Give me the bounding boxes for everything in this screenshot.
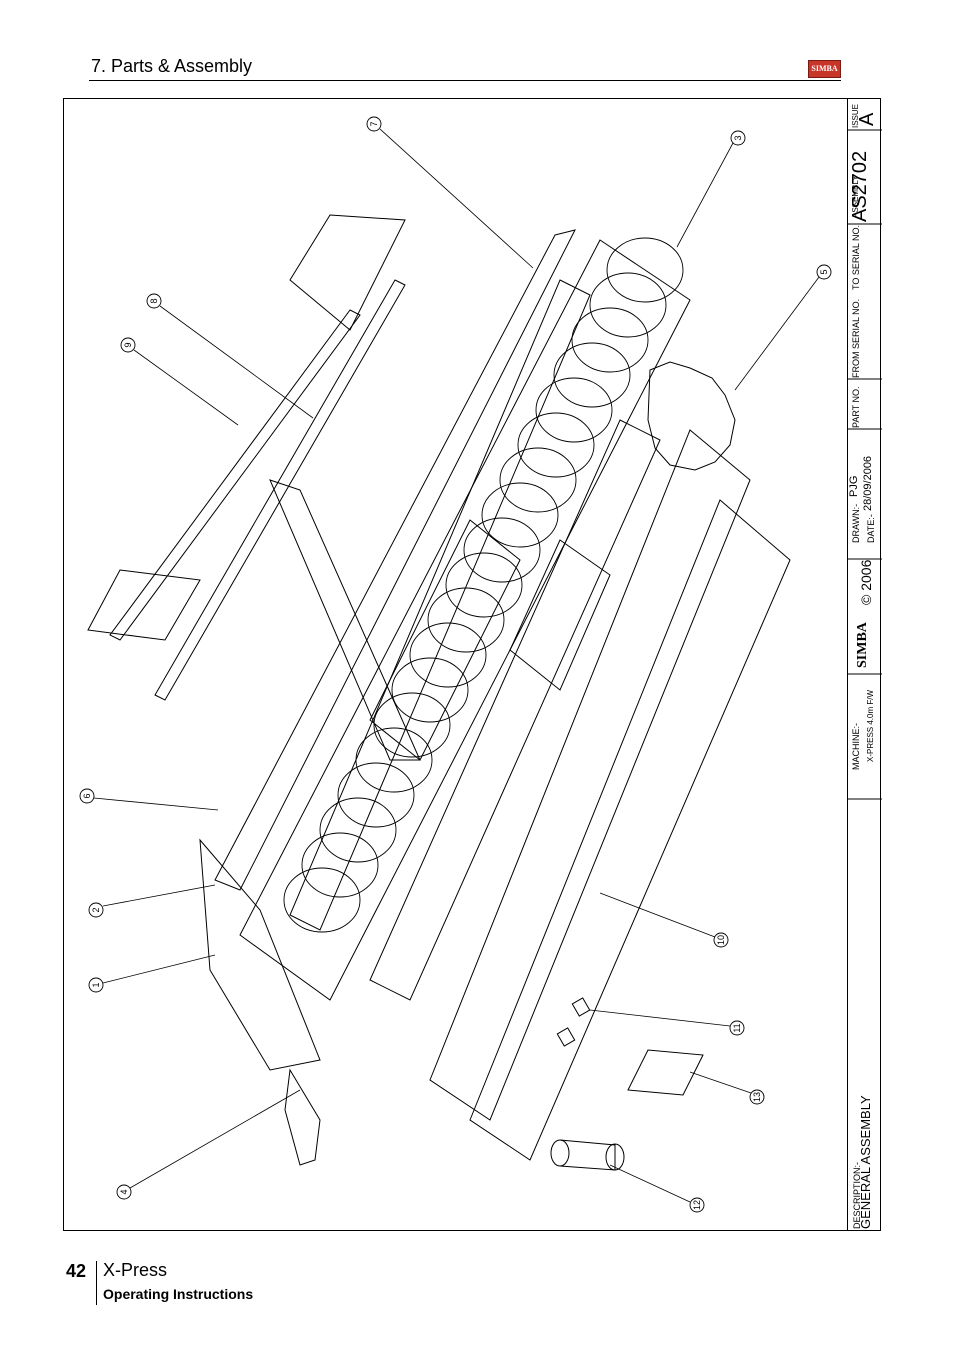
disc-stack <box>283 237 684 933</box>
simba-logo: SIMBA <box>808 60 841 78</box>
leader-lines <box>93 128 820 1203</box>
hitch-handle <box>284 1068 321 1166</box>
callout-number: 13 <box>752 1092 762 1102</box>
callout-circle <box>749 1089 765 1105</box>
callout-circle <box>79 788 95 804</box>
product-name: X-Press <box>103 1260 168 1280</box>
callout-number: 12 <box>692 1200 702 1210</box>
document-subtitle: Operating Instructions <box>103 1286 254 1302</box>
issue-value: A <box>856 112 878 126</box>
callout-circle <box>713 932 729 948</box>
footer-divider <box>96 1261 97 1305</box>
part-no-label: PART NO. <box>851 386 861 428</box>
date-value: 28/09/2006 <box>862 455 874 511</box>
callout-circle <box>116 1184 132 1200</box>
header-rule <box>89 80 841 81</box>
callout-number: 2 <box>91 907 101 912</box>
callout-circle <box>816 264 832 280</box>
callout-number: 11 <box>732 1023 742 1032</box>
description-value: GENERAL ASSEMBLY <box>858 1095 873 1229</box>
grease-nipple <box>571 997 591 1017</box>
callout-10: 10 <box>713 932 729 948</box>
from-serial-label: FROM SERIAL NO. <box>851 298 861 378</box>
callout-number: 3 <box>733 135 743 140</box>
cross-beam-2 <box>509 539 611 691</box>
callout-circle <box>120 337 136 353</box>
title-block <box>847 99 882 1230</box>
drawing-frame <box>63 98 881 1231</box>
callout-3: 3 <box>730 130 746 146</box>
callout-circle <box>146 293 162 309</box>
rear-frame-rails <box>87 214 421 761</box>
callout-4: 4 <box>116 1184 132 1200</box>
callout-number: 6 <box>82 793 92 798</box>
callout-circle <box>730 130 746 146</box>
machine-label: MACHINE:- <box>851 723 861 770</box>
assembly-number: AS2702 <box>849 150 871 222</box>
callout-circle <box>88 977 104 993</box>
hydraulic-cylinder <box>550 1139 625 1171</box>
machine-value: X-PRESS 4.0m F/W <box>866 689 875 762</box>
drawn-label: DRAWN:- <box>851 503 861 543</box>
callout-number: 4 <box>119 1189 129 1194</box>
operators-manual <box>627 1049 704 1096</box>
disc-gang-frame-rail <box>214 229 576 891</box>
callout-1: 1 <box>88 977 104 993</box>
copyright-text: © 2006 <box>858 559 874 605</box>
drawn-value: PJG <box>848 475 860 497</box>
packer-roller <box>429 429 791 1161</box>
brand-name: SIMBA <box>855 622 870 668</box>
callout-number: 5 <box>819 269 829 274</box>
callout-6: 6 <box>79 788 95 804</box>
callout-number: 1 <box>91 982 101 987</box>
callout-12: 12 <box>689 1197 705 1213</box>
callout-9: 9 <box>120 337 136 353</box>
callout-2: 2 <box>88 902 104 918</box>
callout-circle <box>88 902 104 918</box>
date-label: DATE:- <box>866 514 876 543</box>
callout-13: 13 <box>749 1089 765 1105</box>
crumbler-star-wheel <box>647 361 736 471</box>
main-beam-lower <box>369 419 661 1001</box>
callout-circle <box>689 1197 705 1213</box>
callout-number: 10 <box>716 935 726 945</box>
page-number: 42 <box>66 1261 87 1281</box>
callout-11: 11 <box>729 1020 745 1036</box>
callout-number: 8 <box>149 298 159 303</box>
callout-number: 7 <box>369 121 379 126</box>
callout-circle <box>729 1020 745 1036</box>
grease-nipple <box>556 1027 576 1047</box>
callout-5: 5 <box>816 264 832 280</box>
hitch-linkage <box>199 838 321 1071</box>
callout-7: 7 <box>366 116 382 132</box>
callout-8: 8 <box>146 293 162 309</box>
callout-circle <box>366 116 382 132</box>
main-beam-upper <box>289 279 591 931</box>
section-title: 7. Parts & Assembly <box>91 56 253 76</box>
to-serial-label: TO SERIAL NO. <box>851 224 861 290</box>
disc-gang-body <box>239 239 691 1001</box>
callout-number: 9 <box>123 342 133 347</box>
